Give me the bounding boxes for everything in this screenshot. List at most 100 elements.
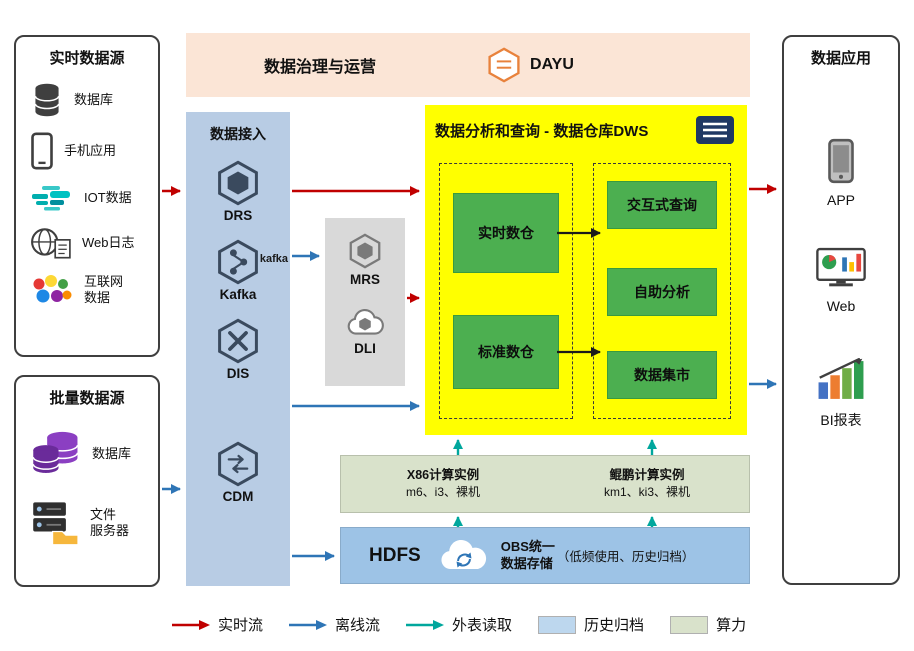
dws-analysis-box: 数据分析和查询 - 数据仓库DWS 实时数仓 标准数仓 交互式查询 自助分析 数… xyxy=(425,105,747,435)
dis-icon xyxy=(218,318,258,364)
phone-icon xyxy=(30,132,54,170)
source-row-file-server: 文件 服务器 xyxy=(16,500,158,546)
cdm-icon xyxy=(218,441,258,487)
compute-title: X86计算实例 xyxy=(406,468,480,483)
batch-sources-panel: 批量数据源 数据库 xyxy=(14,375,160,587)
service-label: DLI xyxy=(354,341,376,356)
app-item-bi: BI报表 xyxy=(784,358,898,430)
app-label: APP xyxy=(826,192,855,208)
service-label: DRS xyxy=(223,208,253,223)
legend-item-offline-flow: 离线流 xyxy=(289,614,380,635)
legend-item-external-read: 外表读取 xyxy=(406,614,512,635)
service-drs: DRS xyxy=(186,160,290,223)
legend: 实时流 离线流 外表读取 历史归档 算力 xyxy=(172,614,746,635)
source-row-weblog: Web日志 xyxy=(16,226,158,260)
kafka-icon xyxy=(218,239,258,285)
hdfs-label: HDFS xyxy=(369,544,421,566)
source-label: 文件 服务器 xyxy=(90,506,130,538)
legend-label: 实时流 xyxy=(218,617,264,634)
governance-banner: 数据治理与运营 DAYU xyxy=(186,33,750,97)
app-item-app: APP xyxy=(784,138,898,208)
source-label: Web日志 xyxy=(82,234,135,250)
source-row-internet: 互联网 数据 xyxy=(16,274,158,307)
source-row-database: 数据库 xyxy=(16,82,158,118)
compute-swatch xyxy=(670,615,709,634)
realtime-flow-arrow-icon xyxy=(172,619,210,630)
dayu-label: DAYU xyxy=(530,56,574,73)
x86-compute-cell: X86计算实例 m6、i3、裸机 xyxy=(341,456,545,512)
iot-icon xyxy=(30,184,74,212)
external-read-arrow-icon xyxy=(406,619,445,630)
governance-title: 数据治理与运营 xyxy=(264,59,377,76)
realtime-sources-panel: 实时数据源 数据库 手机应用 xyxy=(14,35,160,357)
service-mrs: MRS xyxy=(346,232,384,287)
source-label: 数据库 xyxy=(92,445,132,461)
service-label: DIS xyxy=(226,366,250,381)
ingestion-title: 数据接入 xyxy=(210,126,266,142)
standard-warehouse-box: 标准数仓 xyxy=(453,315,559,389)
source-row-batch-database: 数据库 xyxy=(16,430,158,478)
service-label: MRS xyxy=(350,272,380,287)
dws-icon xyxy=(696,116,734,144)
app-item-web: Web xyxy=(784,246,898,314)
obs-storage-label: OBS统一 数据存储 xyxy=(500,538,555,571)
middleware-box: MRS DLI xyxy=(325,218,405,386)
dli-icon xyxy=(347,308,384,335)
service-label: CDM xyxy=(222,489,254,504)
data-ingestion-column: 数据接入 DRS kafka Kafka xyxy=(186,112,290,586)
app-label: BI报表 xyxy=(820,412,862,428)
realtime-warehouse-box: 实时数仓 xyxy=(453,193,559,273)
bi-report-icon xyxy=(818,358,864,399)
offline-flow-arrow-icon xyxy=(289,619,328,630)
database-icon xyxy=(30,82,64,118)
batch-sources-title: 批量数据源 xyxy=(49,390,125,407)
obs-cloud-icon xyxy=(441,539,486,569)
service-label: Kafka xyxy=(219,287,257,302)
source-row-mobile: 手机应用 xyxy=(16,132,158,170)
service-dli: DLI xyxy=(344,303,386,356)
self-service-analysis-box: 自助分析 xyxy=(607,268,717,316)
compute-instances-bar: X86计算实例 m6、i3、裸机 鲲鹏计算实例 km1、ki3、裸机 xyxy=(340,455,750,513)
kafka-wordmark: kafka xyxy=(259,253,288,265)
legend-label: 算力 xyxy=(716,617,747,634)
source-label: IOT数据 xyxy=(84,189,132,205)
drs-icon xyxy=(218,160,258,206)
dws-header: 数据分析和查询 - 数据仓库DWS xyxy=(425,105,747,145)
archive-swatch xyxy=(538,615,577,634)
legend-item-archive: 历史归档 xyxy=(538,614,644,635)
applications-title: 数据应用 xyxy=(810,50,871,67)
obs-storage-note: （低频使用、历史归档） xyxy=(556,550,695,564)
legend-label: 外表读取 xyxy=(452,617,513,634)
source-label: 互联网 数据 xyxy=(84,274,124,306)
compute-subtitle: km1、ki3、裸机 xyxy=(603,485,690,500)
service-kafka: kafka Kafka xyxy=(186,239,290,302)
legend-label: 离线流 xyxy=(335,617,381,634)
realtime-sources-title: 实时数据源 xyxy=(49,50,125,67)
compute-subtitle: m6、i3、裸机 xyxy=(405,485,480,500)
source-label: 手机应用 xyxy=(64,142,117,158)
batch-database-icon xyxy=(30,430,82,478)
web-icon xyxy=(816,247,866,287)
app-label: Web xyxy=(826,298,856,314)
warehouse-group xyxy=(439,163,573,419)
compute-title: 鲲鹏计算实例 xyxy=(609,468,685,483)
data-applications-panel: 数据应用 APP Web xyxy=(782,35,900,585)
service-cdm: CDM xyxy=(186,441,290,504)
storage-bar: HDFS OBS统一 数据存储 （低频使用、历史归档） xyxy=(340,527,750,584)
dws-title: 数据分析和查询 - 数据仓库DWS xyxy=(435,122,649,140)
web-log-icon xyxy=(30,226,72,260)
app-icon xyxy=(828,138,854,184)
legend-item-realtime-flow: 实时流 xyxy=(172,614,263,635)
dayu-icon xyxy=(488,47,520,83)
legend-label: 历史归档 xyxy=(584,617,645,634)
legend-item-compute: 算力 xyxy=(670,614,746,635)
interactive-query-box: 交互式查询 xyxy=(607,181,717,229)
source-row-iot: IOT数据 xyxy=(16,184,158,212)
mrs-icon xyxy=(349,233,381,269)
service-dis: DIS xyxy=(186,318,290,381)
services-group xyxy=(593,163,731,419)
file-server-icon xyxy=(30,500,80,546)
internet-data-icon xyxy=(30,274,74,306)
source-label: 数据库 xyxy=(74,91,114,107)
